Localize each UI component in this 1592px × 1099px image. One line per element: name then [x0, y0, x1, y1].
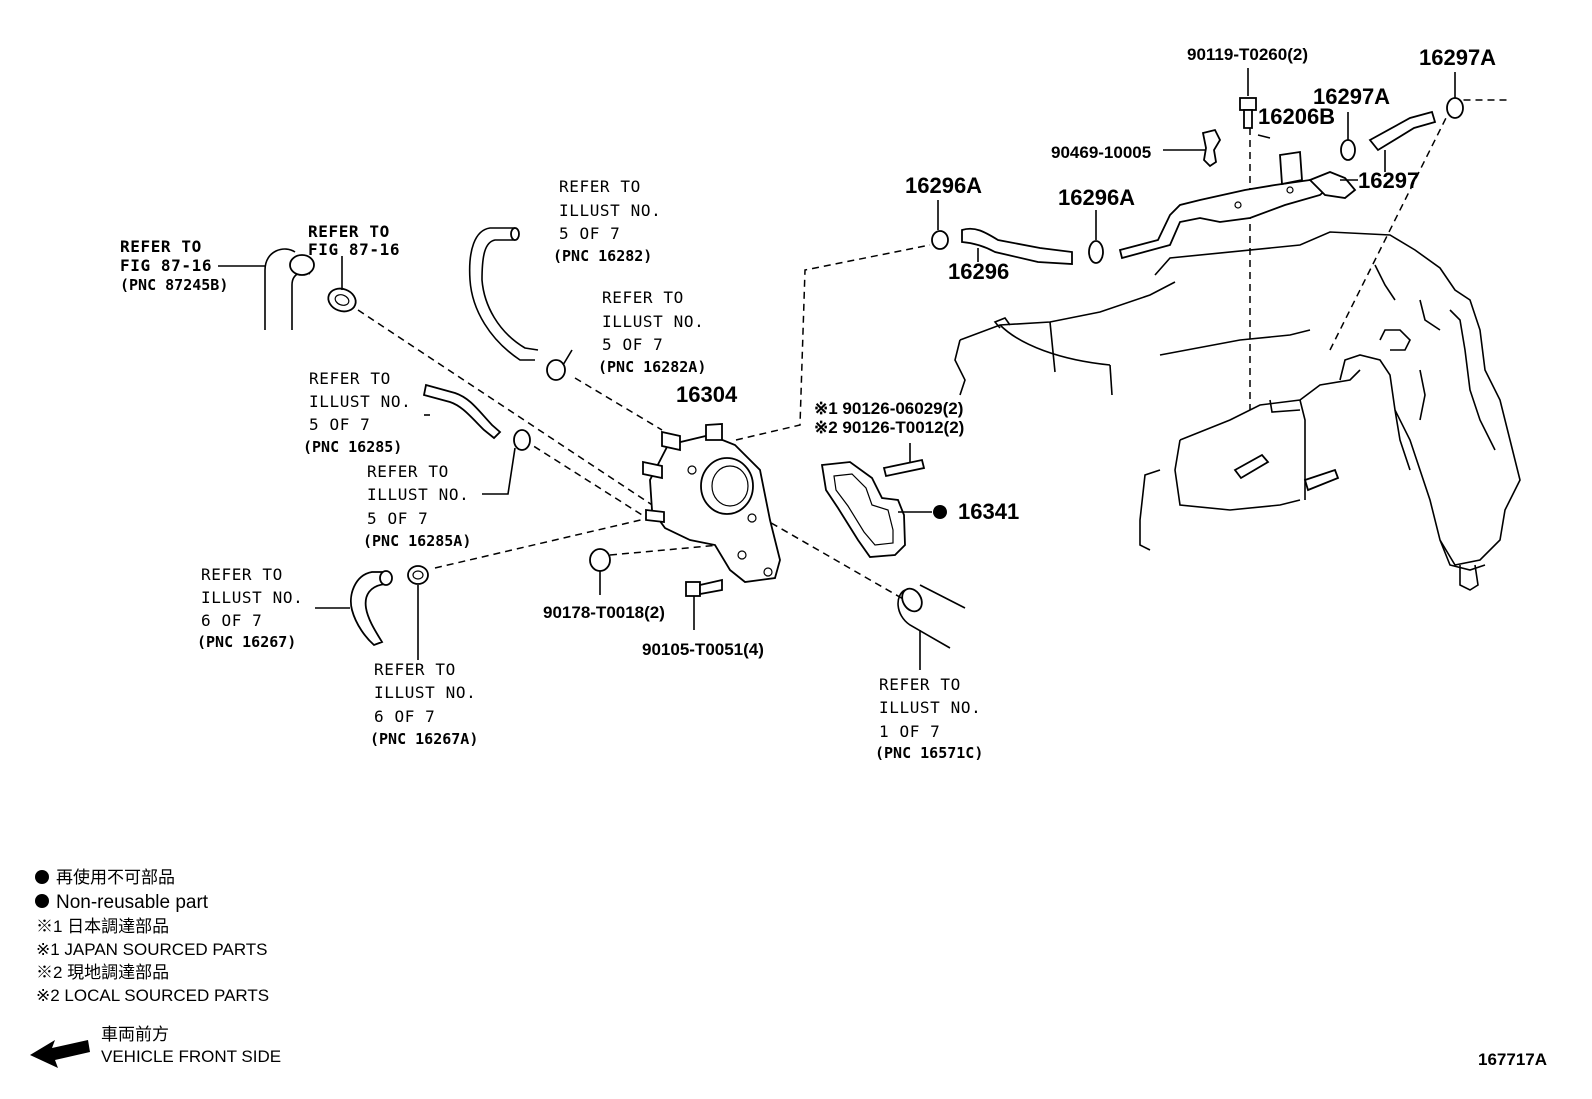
clamp-16297a-right — [1446, 72, 1464, 119]
hose-87245b — [264, 248, 315, 330]
engine-block-outline — [954, 231, 1521, 591]
svg-text:ILLUST NO.: ILLUST NO. — [309, 392, 411, 411]
part-label-16341[interactable]: 16341 — [958, 499, 1019, 524]
svg-text:(PNC 16285): (PNC 16285) — [303, 438, 402, 456]
hose-16267 — [350, 570, 393, 647]
part-label-16296a-left[interactable]: 16296A — [905, 173, 982, 198]
svg-text:ILLUST NO.: ILLUST NO. — [879, 698, 981, 717]
callout-fig-87245b: REFER TO FIG 87-16 (PNC 87245B) — [120, 237, 228, 294]
svg-text:REFER TO: REFER TO — [602, 288, 684, 307]
svg-text:(PNC 16571C): (PNC 16571C) — [875, 744, 983, 762]
svg-text:5 OF 7: 5 OF 7 — [367, 509, 428, 528]
svg-text:REFER TO: REFER TO — [374, 660, 456, 679]
vehicle-front-arrow-icon — [30, 1040, 90, 1068]
legend-front-en: VEHICLE FRONT SIDE — [101, 1047, 281, 1066]
svg-text:REFER TO: REFER TO — [559, 177, 641, 196]
svg-text:REFER TO: REFER TO — [120, 237, 202, 256]
part-label-90105[interactable]: 90105-T0051(4) — [642, 640, 764, 659]
svg-text:5 OF 7: 5 OF 7 — [559, 224, 620, 243]
svg-text:(PNC 87245B): (PNC 87245B) — [120, 276, 228, 294]
callout-pnc-16267a: REFER TO ILLUST NO. 6 OF 7 (PNC 16267A) — [370, 660, 478, 748]
clamp-16285a — [513, 429, 531, 451]
svg-text:REFER TO: REFER TO — [308, 222, 390, 241]
svg-text:ILLUST NO.: ILLUST NO. — [201, 588, 303, 607]
svg-text:ILLUST NO.: ILLUST NO. — [559, 201, 661, 220]
part-label-16296[interactable]: 16296 — [948, 259, 1009, 284]
part-label-16206b[interactable]: 16206B — [1258, 104, 1335, 129]
callout-pnc-16571c: REFER TO ILLUST NO. 1 OF 7 (PNC 16571C) — [875, 675, 983, 762]
bolt-90119 — [1239, 68, 1257, 129]
svg-text:REFER TO: REFER TO — [309, 369, 391, 388]
part-label-90178[interactable]: 90178-T0018(2) — [543, 603, 665, 622]
part-label-90469[interactable]: 90469-10005 — [1051, 143, 1151, 162]
part-label-16297[interactable]: 16297 — [1358, 168, 1419, 193]
hose-16296 — [961, 227, 1073, 265]
svg-text:REFER TO: REFER TO — [879, 675, 961, 694]
legend: 再使用不可部品 Non-reusable part ※1 日本調達部品 ※1 J… — [30, 867, 281, 1068]
part-label-90126-1[interactable]: ※1 90126-06029(2) — [814, 399, 963, 418]
stud-90126 — [882, 443, 926, 478]
svg-text:ILLUST NO.: ILLUST NO. — [367, 485, 469, 504]
svg-text:6 OF 7: 6 OF 7 — [201, 611, 262, 630]
part-label-16304[interactable]: 16304 — [676, 382, 738, 407]
hose-16285 — [422, 383, 502, 440]
clip-90469 — [1201, 128, 1222, 168]
hose-16297 — [1368, 110, 1437, 172]
legend-local-jp: ※2 現地調達部品 — [36, 963, 169, 982]
svg-text:ILLUST NO.: ILLUST NO. — [374, 683, 476, 702]
svg-text:(PNC 16282A): (PNC 16282A) — [598, 358, 706, 376]
part-label-16296a-right[interactable]: 16296A — [1058, 185, 1135, 210]
callout-pnc-16282: REFER TO ILLUST NO. 5 OF 7 (PNC 16282) — [553, 177, 661, 265]
callout-pnc-16285: REFER TO ILLUST NO. 5 OF 7 (PNC 16285) — [303, 369, 411, 456]
callout-pnc-16282a: REFER TO ILLUST NO. 5 OF 7 (PNC 16282A) — [598, 288, 706, 376]
svg-text:FIG 87-16: FIG 87-16 — [308, 240, 400, 259]
legend-japan-en: ※1 JAPAN SOURCED PARTS — [36, 940, 268, 959]
svg-text:ILLUST NO.: ILLUST NO. — [602, 312, 704, 331]
part-label-90119[interactable]: 90119-T0260(2) — [1187, 45, 1308, 64]
clamp-87-16 — [327, 287, 357, 313]
clamp-16296a-left — [931, 200, 949, 250]
legend-non-reusable-jp: 再使用不可部品 — [56, 867, 175, 887]
svg-text:5 OF 7: 5 OF 7 — [602, 335, 663, 354]
svg-text:1 OF 7: 1 OF 7 — [879, 722, 940, 741]
part-label-90126-2[interactable]: ※2 90126-T0012(2) — [814, 418, 964, 437]
callout-leaders — [218, 134, 1358, 660]
svg-text:REFER TO: REFER TO — [367, 462, 449, 481]
nut-90178 — [589, 548, 611, 595]
clamp-16296a-right — [1088, 210, 1104, 264]
pipe-bracket-16206b — [1118, 150, 1357, 260]
legend-front-jp: 車両前方 — [101, 1025, 169, 1044]
bolt-90105 — [685, 578, 723, 630]
gasket-16341 — [820, 461, 947, 558]
hose-16282 — [468, 227, 539, 361]
svg-text:6 OF 7: 6 OF 7 — [374, 707, 435, 726]
svg-text:FIG 87-16: FIG 87-16 — [120, 256, 212, 275]
callout-pnc-16267: REFER TO ILLUST NO. 6 OF 7 (PNC 16267) — [197, 565, 303, 651]
legend-japan-jp: ※1 日本調達部品 — [36, 917, 169, 936]
water-inlet-16304 — [642, 423, 781, 583]
callout-fig-87-16: REFER TO FIG 87-16 — [308, 222, 400, 259]
legend-local-en: ※2 LOCAL SOURCED PARTS — [36, 986, 269, 1005]
svg-text:5 OF 7: 5 OF 7 — [309, 415, 370, 434]
svg-text:(PNC 16282): (PNC 16282) — [553, 247, 652, 265]
svg-text:(PNC 16267A): (PNC 16267A) — [370, 730, 478, 748]
figure-id: 167717A — [1478, 1050, 1547, 1069]
non-reusable-bullet-icon — [35, 894, 49, 908]
clamp-16267a — [407, 565, 429, 585]
non-reusable-bullet-icon — [35, 870, 49, 884]
svg-text:REFER TO: REFER TO — [201, 565, 283, 584]
hose-16571c — [897, 584, 966, 670]
svg-text:(PNC 16285A): (PNC 16285A) — [363, 532, 471, 550]
part-label-16297a-left[interactable]: 16297A — [1313, 84, 1390, 109]
part-label-16297a-right[interactable]: 16297A — [1419, 45, 1496, 70]
legend-non-reusable-en: Non-reusable part — [56, 892, 209, 913]
callout-pnc-16285a: REFER TO ILLUST NO. 5 OF 7 (PNC 16285A) — [363, 462, 471, 550]
svg-text:(PNC 16267): (PNC 16267) — [197, 633, 296, 651]
clamp-16297a-left — [1340, 112, 1356, 161]
clamp-16282a — [546, 349, 573, 381]
